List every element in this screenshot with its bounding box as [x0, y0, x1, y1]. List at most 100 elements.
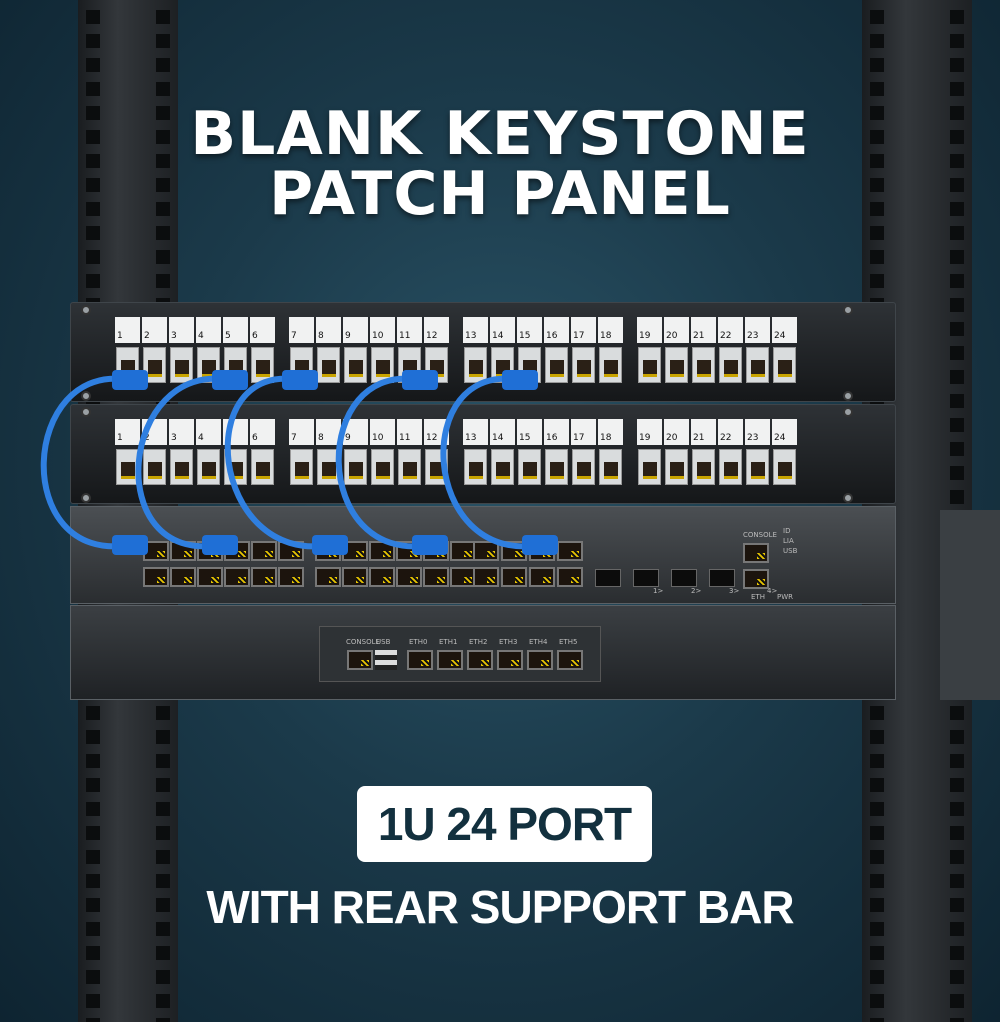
sfp-slot[interactable] — [633, 569, 659, 587]
rj45-port[interactable] — [501, 567, 527, 587]
keystone-port[interactable]: 18 — [598, 317, 623, 391]
rj45-port[interactable] — [473, 567, 499, 587]
keystone-port[interactable]: 17 — [571, 317, 596, 391]
keystone-port[interactable]: 4 — [196, 317, 221, 391]
rj45-jack[interactable] — [116, 449, 139, 485]
keystone-port[interactable]: 13 — [463, 317, 488, 391]
keystone-port[interactable]: 13 — [463, 419, 488, 493]
rj45-jack[interactable] — [599, 347, 622, 383]
keystone-port[interactable]: 16 — [544, 419, 569, 493]
rj45-port[interactable] — [423, 567, 449, 587]
rj45-jack[interactable] — [317, 347, 340, 383]
usb-port[interactable] — [375, 650, 397, 670]
rj45-jack[interactable] — [638, 347, 661, 383]
rj45-jack[interactable] — [491, 449, 514, 485]
rj45-jack[interactable] — [692, 449, 715, 485]
keystone-port[interactable]: 24 — [772, 419, 797, 493]
rj45-jack[interactable] — [170, 347, 193, 383]
rj45-port[interactable] — [396, 567, 422, 587]
keystone-port[interactable]: 21 — [691, 317, 716, 391]
keystone-port[interactable]: 24 — [772, 317, 797, 391]
fw-eth-port[interactable] — [407, 650, 433, 670]
keystone-port[interactable]: 16 — [544, 317, 569, 391]
keystone-port[interactable]: 23 — [745, 419, 770, 493]
rj45-port[interactable] — [143, 567, 169, 587]
rj45-jack[interactable] — [251, 449, 274, 485]
keystone-port[interactable]: 10 — [370, 419, 395, 493]
keystone-port[interactable]: 10 — [370, 317, 395, 391]
rj45-jack[interactable] — [746, 347, 769, 383]
rj45-jack[interactable] — [692, 347, 715, 383]
fw-eth-port[interactable] — [467, 650, 493, 670]
sfp-slot[interactable] — [671, 569, 697, 587]
keystone-port[interactable]: 3 — [169, 419, 194, 493]
rj45-jack[interactable] — [746, 449, 769, 485]
keystone-port[interactable]: 19 — [637, 419, 662, 493]
rj45-jack[interactable] — [344, 347, 367, 383]
rj45-jack[interactable] — [170, 449, 193, 485]
fw-console-port[interactable] — [347, 650, 373, 670]
sfp-slot[interactable] — [709, 569, 735, 587]
rj45-jack[interactable] — [719, 449, 742, 485]
fw-eth-port[interactable] — [497, 650, 523, 670]
rj45-jack[interactable] — [464, 347, 487, 383]
rj45-jack[interactable] — [344, 449, 367, 485]
keystone-port[interactable]: 20 — [664, 419, 689, 493]
rj45-jack[interactable] — [251, 347, 274, 383]
rj45-port[interactable] — [224, 567, 250, 587]
keystone-port[interactable]: 23 — [745, 317, 770, 391]
rj45-jack[interactable] — [599, 449, 622, 485]
rj45-jack[interactable] — [773, 347, 796, 383]
rj45-jack[interactable] — [464, 449, 487, 485]
rj45-jack[interactable] — [398, 449, 421, 485]
rj45-jack[interactable] — [371, 449, 394, 485]
rj45-port[interactable] — [342, 567, 368, 587]
rj45-port[interactable] — [197, 567, 223, 587]
rj45-jack[interactable] — [197, 449, 220, 485]
keystone-port[interactable]: 7 — [289, 419, 314, 493]
rj45-port[interactable] — [369, 567, 395, 587]
rj45-port[interactable] — [143, 541, 169, 561]
keystone-port[interactable]: 11 — [397, 419, 422, 493]
keystone-port[interactable]: 19 — [637, 317, 662, 391]
rj45-port[interactable] — [170, 567, 196, 587]
keystone-port[interactable]: 3 — [169, 317, 194, 391]
rj45-jack[interactable] — [665, 449, 688, 485]
keystone-port[interactable]: 1 — [115, 419, 140, 493]
keystone-port[interactable]: 8 — [316, 317, 341, 391]
keystone-port[interactable]: 22 — [718, 419, 743, 493]
rj45-jack[interactable] — [143, 449, 166, 485]
rj45-port[interactable] — [251, 567, 277, 587]
fw-eth-port[interactable] — [557, 650, 583, 670]
rj45-jack[interactable] — [719, 347, 742, 383]
keystone-port[interactable]: 17 — [571, 419, 596, 493]
rj45-jack[interactable] — [773, 449, 796, 485]
rj45-port[interactable] — [251, 541, 277, 561]
rj45-jack[interactable] — [572, 449, 595, 485]
keystone-port[interactable]: 9 — [343, 317, 368, 391]
keystone-port[interactable]: 15 — [517, 419, 542, 493]
keystone-port[interactable]: 14 — [490, 419, 515, 493]
rj45-port[interactable] — [473, 541, 499, 561]
rj45-jack[interactable] — [545, 347, 568, 383]
rj45-port[interactable] — [557, 567, 583, 587]
keystone-port[interactable]: 6 — [250, 419, 275, 493]
rj45-port[interactable] — [315, 567, 341, 587]
console-port[interactable] — [743, 543, 769, 563]
fw-eth-port[interactable] — [437, 650, 463, 670]
keystone-port[interactable]: 21 — [691, 419, 716, 493]
keystone-port[interactable]: 20 — [664, 317, 689, 391]
rj45-jack[interactable] — [638, 449, 661, 485]
keystone-port[interactable]: 6 — [250, 317, 275, 391]
rj45-jack[interactable] — [665, 347, 688, 383]
keystone-port[interactable]: 2 — [142, 317, 167, 391]
keystone-port[interactable]: 22 — [718, 317, 743, 391]
sfp-slot[interactable] — [595, 569, 621, 587]
rj45-jack[interactable] — [518, 449, 541, 485]
eth-port[interactable] — [743, 569, 769, 589]
rj45-port[interactable] — [342, 541, 368, 561]
rj45-jack[interactable] — [290, 449, 313, 485]
keystone-port[interactable]: 4 — [196, 419, 221, 493]
rj45-jack[interactable] — [143, 347, 166, 383]
rj45-port[interactable] — [529, 567, 555, 587]
